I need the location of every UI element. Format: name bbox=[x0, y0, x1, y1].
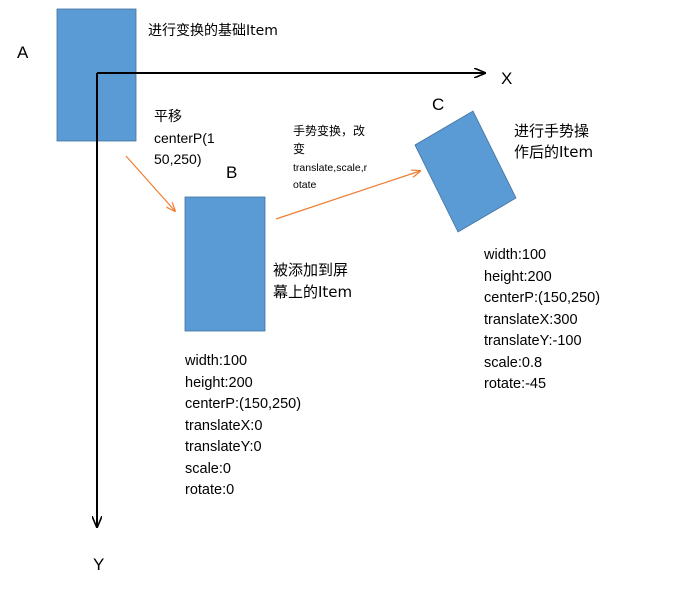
prop-translate-y: translateY:-100 bbox=[484, 333, 582, 349]
prop-center: centerP:(150,250) bbox=[484, 290, 601, 306]
prop-height: height:200 bbox=[484, 268, 552, 285]
translate-note-line3: 50,250) bbox=[154, 151, 202, 167]
item-c-properties: width:100 height:200 centerP:(150,250) t… bbox=[484, 245, 600, 396]
item-c-rect bbox=[414, 110, 517, 233]
after-note-line2: 作后的Item bbox=[514, 143, 594, 161]
item-b-properties: width:100 height:200 centerP:(150,250) t… bbox=[185, 351, 301, 502]
point-a-label: A bbox=[17, 43, 29, 62]
prop-rotate: rotate:0 bbox=[185, 482, 235, 498]
translate-note-line2: centerP(1 bbox=[154, 130, 215, 146]
base-item-note: 进行变换的基础Item bbox=[148, 23, 278, 39]
prop-scale: scale:0 bbox=[185, 460, 231, 477]
gesture-note-line4: otate bbox=[293, 179, 317, 191]
point-c-label: C bbox=[432, 95, 445, 114]
added-note-line1: 被添加到屏 bbox=[273, 261, 349, 279]
translate-arrow bbox=[125, 155, 175, 211]
y-axis-label: Y bbox=[93, 555, 105, 574]
after-note-line1: 进行手势操 bbox=[514, 122, 590, 140]
gesture-note-line3: translate,scale,r bbox=[293, 162, 368, 174]
prop-width: width:100 bbox=[185, 353, 248, 369]
prop-height: height:200 bbox=[185, 374, 253, 391]
added-note-line2: 幕上的Item bbox=[273, 283, 353, 301]
item-b-rect bbox=[184, 196, 266, 332]
prop-translate-x: translateX:0 bbox=[185, 417, 263, 434]
prop-width: width:100 bbox=[484, 247, 547, 263]
gesture-note-line2: 变 bbox=[293, 142, 306, 156]
gesture-note-line1: 手势变换，改 bbox=[293, 124, 366, 138]
x-axis-label: X bbox=[501, 69, 513, 88]
point-b-label: B bbox=[226, 163, 238, 182]
translate-note-line1: 平移 bbox=[154, 109, 182, 125]
gesture-arrow bbox=[275, 171, 420, 220]
prop-rotate: rotate:-45 bbox=[484, 376, 547, 392]
prop-scale: scale:0.8 bbox=[484, 354, 543, 371]
prop-translate-y: translateY:0 bbox=[185, 439, 262, 455]
prop-center: centerP:(150,250) bbox=[185, 396, 302, 412]
prop-translate-x: translateX:300 bbox=[484, 311, 578, 328]
